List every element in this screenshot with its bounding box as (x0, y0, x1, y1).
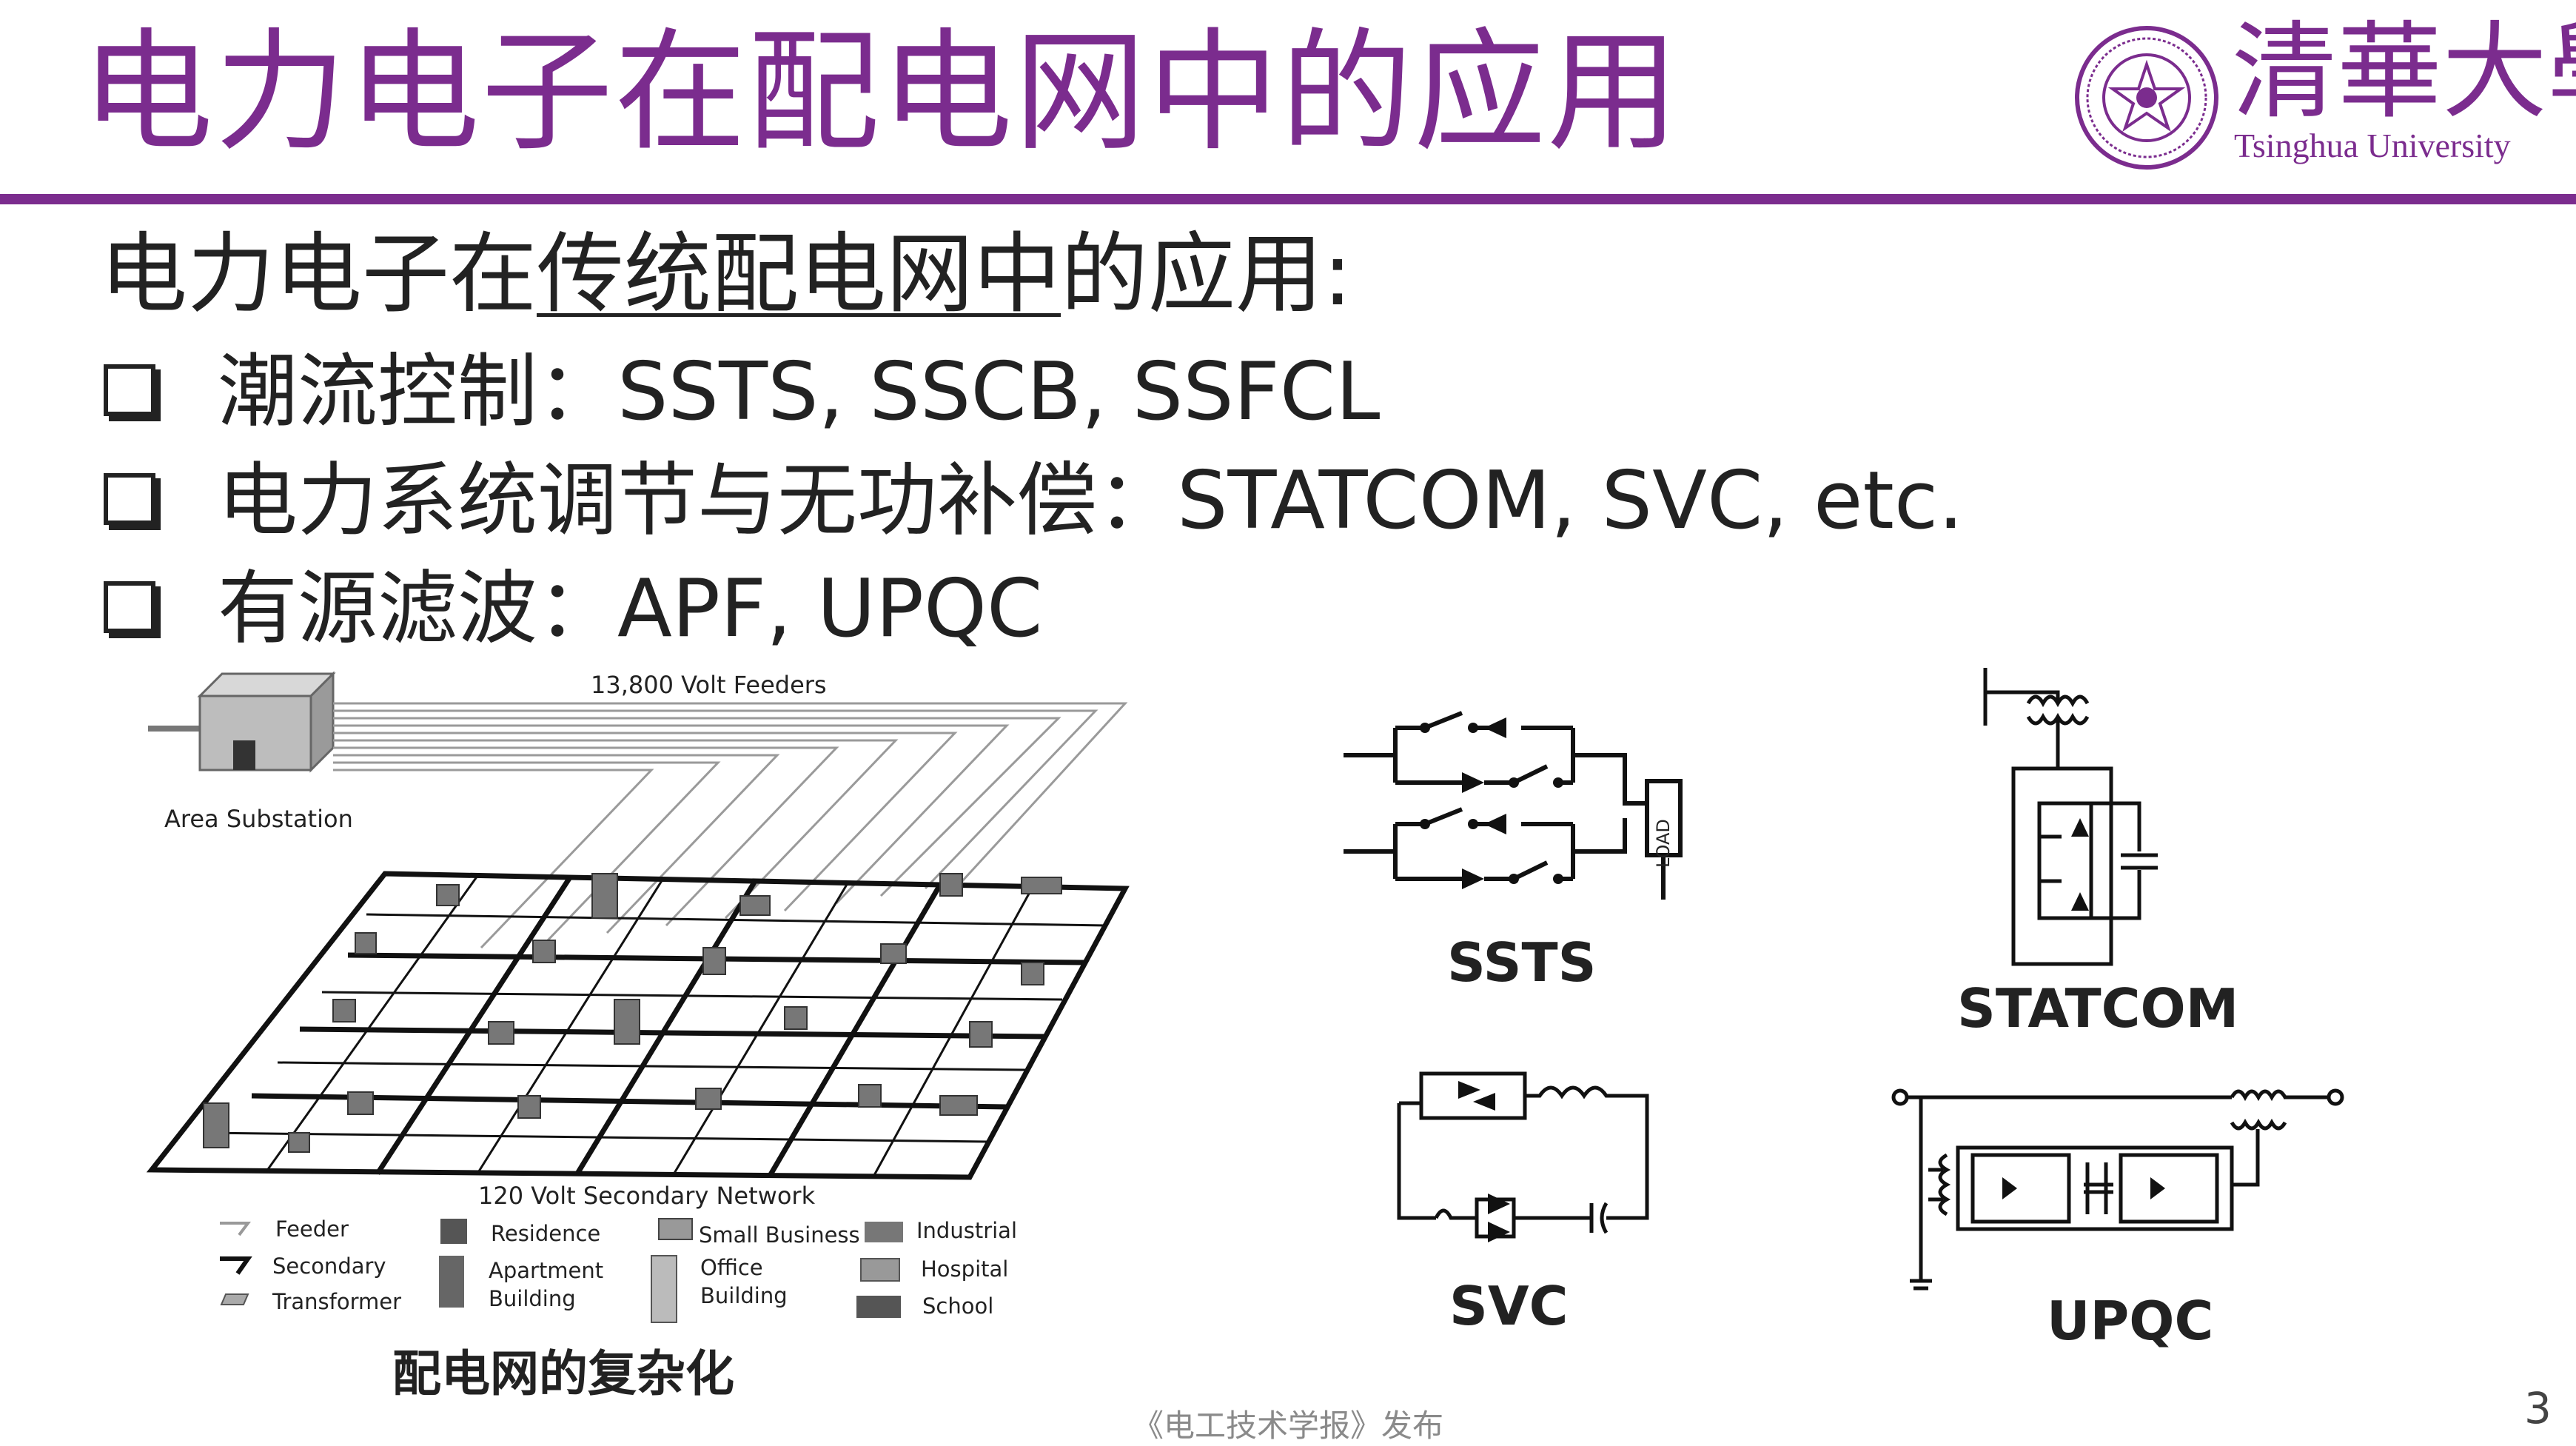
legend-feeder: Feeder (275, 1216, 349, 1242)
bullet-item: 有源滤波：APF, UPQC (104, 561, 1042, 657)
legend-hospital: Hospital (921, 1256, 1009, 1282)
bullet-text: 电力系统调节与无功补偿：STATCOM, SVC, etc. (218, 455, 1964, 547)
heading-underlined: 传统配电网中 (537, 223, 1061, 325)
legend-office: Office Building (700, 1255, 788, 1308)
heading-part-1: 电力电子在 (100, 223, 537, 325)
legend-school: School (922, 1293, 994, 1319)
bullet-text: 潮流控制：SSTS, SSCB, SSFCL (218, 346, 1381, 438)
bullet-item: 电力系统调节与无功补偿：STATCOM, SVC, etc. (104, 453, 1964, 549)
legend-small-business: Small Business (699, 1222, 860, 1248)
university-name-en: Tsinghua University (2234, 127, 2511, 164)
slide-title: 电力电子在配电网中的应用 (81, 16, 1680, 169)
bullet-item: 潮流控制：SSTS, SSCB, SSFCL (104, 344, 1380, 441)
upqc-caption: UPQC (2047, 1290, 2214, 1352)
distribution-network-diagram (146, 671, 1130, 1180)
legend-industrial: Industrial (916, 1218, 1018, 1243)
statcom-circuit-diagram (1983, 668, 2158, 966)
tsinghua-seal-icon (2075, 26, 2218, 170)
legend-transformer: Transformer (272, 1289, 402, 1314)
ssts-caption: SSTS (1447, 931, 1597, 994)
title-divider (0, 194, 2576, 204)
checkbox-bullet-icon (104, 364, 155, 416)
checkbox-bullet-icon (104, 581, 155, 633)
network-figure-caption: 配电网的复杂化 (392, 1345, 734, 1402)
feeders-label: 13,800 Volt Feeders (591, 671, 827, 699)
legend-icons (220, 1218, 903, 1323)
svc-caption: SVC (1449, 1275, 1569, 1337)
section-heading: 电力电子在传统配电网中的应用: (100, 222, 1352, 327)
heading-part-2: 的应用: (1061, 223, 1352, 325)
legend-residence: Residence (491, 1221, 601, 1246)
ssts-circuit-diagram (1344, 711, 1683, 900)
bullet-text: 有源滤波：APF, UPQC (218, 563, 1043, 655)
substation-label: Area Substation (164, 805, 353, 833)
page-number: 3 (2524, 1383, 2552, 1433)
ssts-load-label: LOAD (1653, 819, 1674, 868)
secondary-network-label: 120 Volt Secondary Network (478, 1182, 816, 1210)
university-logo-text: 清華大學 (2232, 11, 2576, 133)
legend-apartment: Apartment Building (489, 1258, 604, 1311)
svc-circuit-diagram (1397, 1071, 1649, 1242)
legend-secondary: Secondary (272, 1253, 386, 1279)
footer-source: 《电工技术学报》发布 (1133, 1407, 1444, 1444)
checkbox-bullet-icon (104, 473, 155, 525)
statcom-caption: STATCOM (1957, 977, 2239, 1040)
upqc-circuit-diagram (1891, 1088, 2344, 1291)
